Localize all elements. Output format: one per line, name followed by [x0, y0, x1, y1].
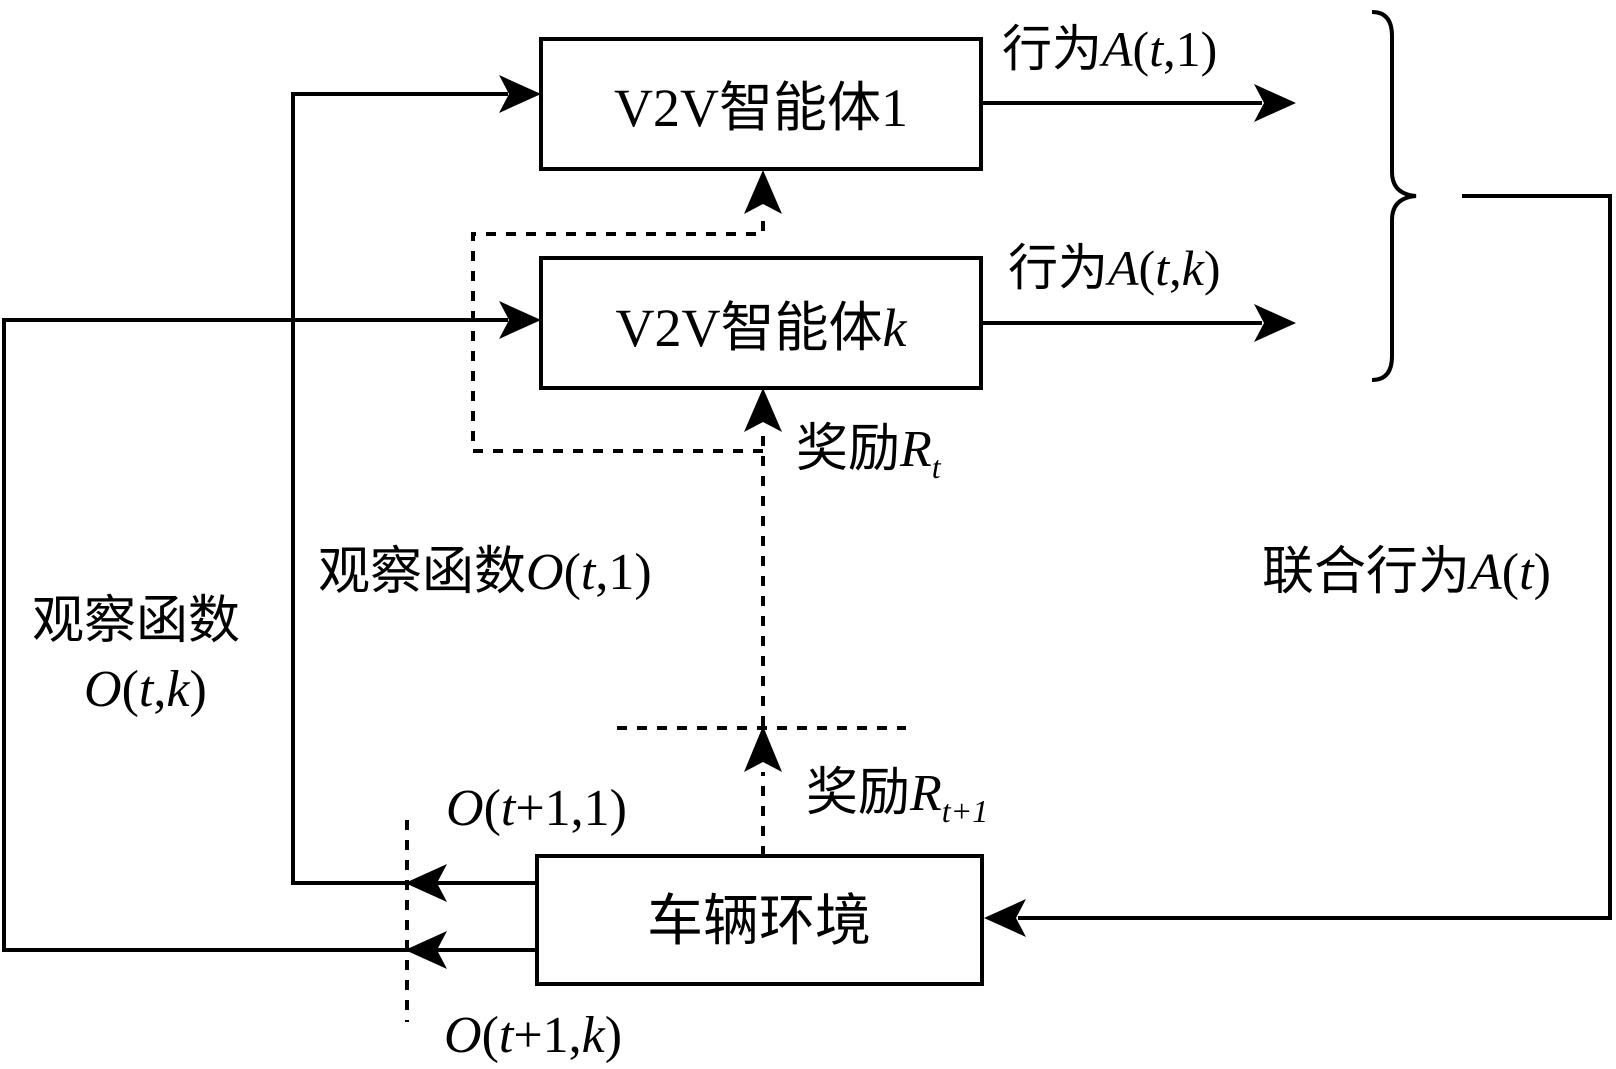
- action-k-arrow: [981, 304, 1296, 342]
- observation-1-path: [291, 75, 541, 902]
- agent-update-loop: [471, 170, 782, 453]
- agent-k-box: V2V智能体k: [539, 256, 983, 390]
- reward-t-label: 奖励Rt: [796, 421, 942, 485]
- vehicle-environment-label: 车辆环境: [647, 891, 871, 953]
- agent-1-box: V2V智能体1: [539, 37, 983, 171]
- action-1-arrow: [981, 84, 1296, 122]
- reward-path: [744, 388, 782, 856]
- observation-k-label-line1: 观察函数: [32, 593, 240, 650]
- curly-brace: [1371, 10, 1417, 382]
- action-1-label: 行为A(t,1): [1002, 21, 1217, 77]
- action-k-label: 行为A(t,k): [1008, 240, 1220, 296]
- reward-t1-label: 奖励Rt+1: [806, 765, 988, 829]
- observation-k-path: [2, 301, 541, 969]
- joint-action-label: 联合行为A(t): [1262, 544, 1551, 601]
- agent-k-label: V2V智能体k: [616, 298, 908, 358]
- observation-k-label-line2: O(t,k): [84, 661, 207, 718]
- next-observation-1-label: O(t+1,1): [446, 780, 627, 837]
- joint-action-arrow: [984, 194, 1612, 937]
- observation-1-label: 观察函数O(t,1): [318, 544, 652, 601]
- vehicle-environment-box: 车辆环境: [535, 854, 984, 986]
- agent-1-label: V2V智能体1: [614, 78, 908, 138]
- next-observation-k-label: O(t+1,k): [444, 1007, 622, 1064]
